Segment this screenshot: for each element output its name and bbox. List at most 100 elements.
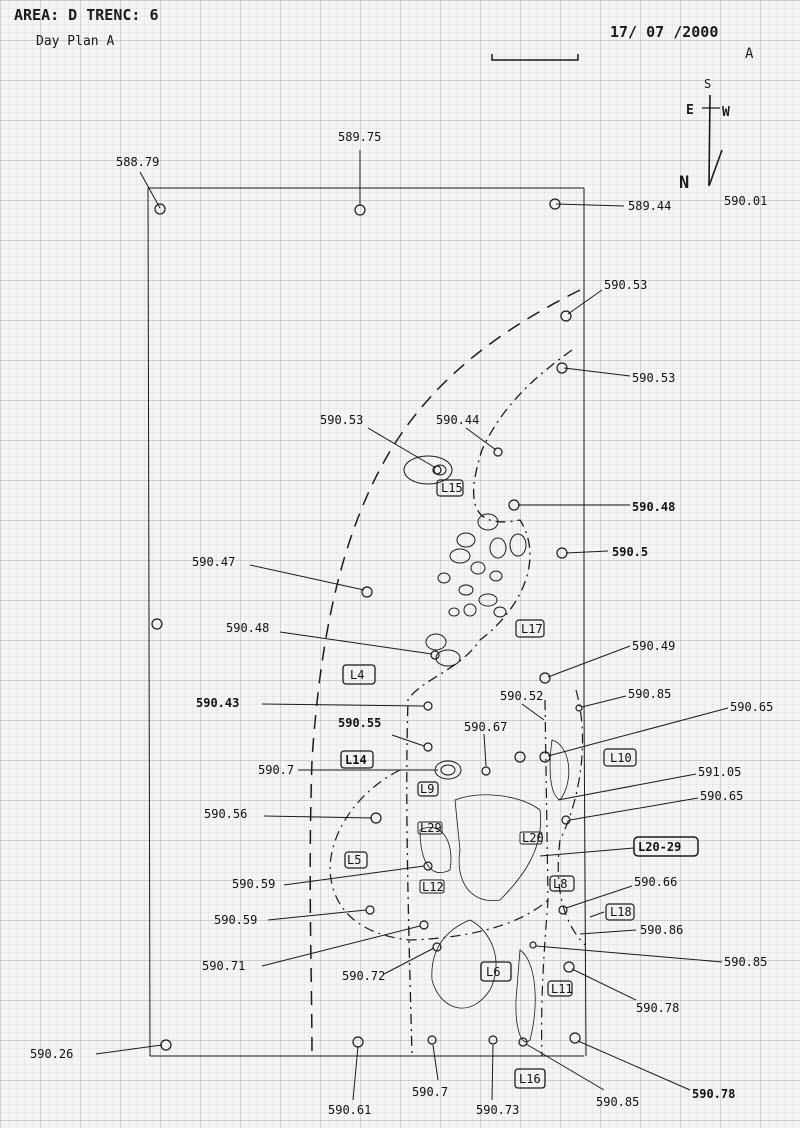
svg-text:L20-29: L20-29: [638, 840, 681, 854]
svg-text:590.49: 590.49: [632, 639, 675, 653]
level-589-44: 589.44: [549, 198, 671, 213]
svg-text:590.86: 590.86: [640, 923, 683, 937]
level-590-01: 590.01: [724, 194, 767, 208]
level-590-7-a: 590.7: [258, 763, 438, 777]
svg-text:589.75: 589.75: [338, 130, 381, 144]
level-590-59-b: 590.59: [214, 905, 375, 927]
svg-text:590.73: 590.73: [476, 1103, 519, 1117]
svg-text:590.48: 590.48: [632, 500, 675, 514]
svg-text:590.26: 590.26: [30, 1047, 73, 1061]
svg-text:590.85: 590.85: [628, 687, 671, 701]
level-590-78-b: 590.78: [569, 1032, 735, 1101]
locus-l29: L29: [417, 821, 443, 835]
level-590-49: 590.49: [539, 639, 675, 684]
svg-text:L12: L12: [422, 880, 444, 894]
level-591-05: 591.05: [557, 765, 741, 801]
svg-text:L18: L18: [610, 905, 632, 919]
svg-text:590.43: 590.43: [196, 696, 239, 710]
locus-l20-29: L20-29: [539, 836, 699, 857]
level-590-47: 590.47: [192, 555, 373, 598]
boundary-dashdot-inner: [406, 349, 573, 1057]
locus-l5: L5: [344, 851, 368, 869]
level-590-71: 590.71: [202, 920, 429, 973]
svg-text:L17: L17: [521, 622, 543, 636]
boundary-dashdot-l5: [329, 769, 549, 941]
level-590-73: 590.73: [476, 1035, 519, 1117]
locus-l18: L18: [589, 903, 635, 921]
north-arrow: S E W N: [679, 77, 730, 193]
date-label: 17/ 07 /2000: [610, 23, 718, 41]
level-590-48-b: 590.48: [226, 621, 440, 660]
svg-text:590.53: 590.53: [320, 413, 363, 427]
svg-text:590.65: 590.65: [730, 700, 773, 714]
locus-l11: L11: [547, 980, 573, 997]
svg-text:590.56: 590.56: [204, 807, 247, 821]
svg-text:L14: L14: [345, 753, 367, 767]
level-590-72: 590.72: [342, 942, 442, 983]
level-589-75: 589.75: [338, 130, 381, 216]
svg-text:L8: L8: [553, 877, 567, 891]
locus-l10: L10: [603, 748, 637, 767]
level-590-55: 590.55: [338, 716, 433, 752]
level-590-53-a: 590.53: [560, 278, 647, 322]
level-590-85-a: 590.85: [575, 687, 671, 712]
boundary-dashdot-l10: [557, 689, 586, 946]
locus-l15: L15: [436, 479, 464, 497]
svg-text:590.52: 590.52: [500, 689, 543, 703]
locus-l17: L17: [515, 619, 545, 638]
svg-text:L15: L15: [441, 481, 463, 495]
level-590-48-a: 590.48: [508, 499, 675, 514]
level-590-53-c: 590.53: [320, 413, 442, 475]
svg-text:L11: L11: [551, 982, 573, 996]
level-590-59-a: 590.59: [232, 861, 433, 891]
svg-text:590.55: 590.55: [338, 716, 381, 730]
locus-l8: L8: [549, 875, 575, 892]
svg-text:590.72: 590.72: [342, 969, 385, 983]
plan-name-label: Day Plan A: [36, 34, 114, 49]
svg-text:591.05: 591.05: [698, 765, 741, 779]
boundary-dashed-outer: [309, 289, 581, 1057]
svg-text:L16: L16: [519, 1072, 541, 1086]
svg-text:589.44: 589.44: [628, 199, 671, 213]
locus-l6: L6: [480, 961, 512, 982]
compass-w: W: [722, 105, 730, 120]
level-590-65-a: 590.65: [539, 700, 773, 763]
locus-l12: L12: [419, 879, 445, 894]
level-590-86: 590.86: [579, 923, 683, 937]
level-590-78-a: 590.78: [563, 961, 679, 1015]
level-588-79: 588.79: [116, 155, 166, 215]
level-590-43: 590.43: [196, 696, 433, 711]
level-590-52: 590.52: [500, 689, 545, 763]
level-590-56: 590.56: [204, 807, 382, 824]
svg-text:590.66: 590.66: [634, 875, 677, 889]
svg-text:590.65: 590.65: [700, 789, 743, 803]
svg-text:590.59: 590.59: [214, 913, 257, 927]
svg-text:L4: L4: [350, 668, 364, 682]
svg-text:L5: L5: [347, 853, 361, 867]
locus-l4: L4: [342, 664, 376, 685]
svg-text:588.79: 588.79: [116, 155, 159, 169]
svg-text:590.5: 590.5: [612, 545, 648, 559]
svg-text:590.7: 590.7: [258, 763, 294, 777]
svg-text:L9: L9: [420, 782, 434, 796]
level-590-65-b: 590.65: [561, 789, 743, 825]
area-trench-label: AREA: D TRENC: 6: [14, 6, 159, 24]
svg-text:L29: L29: [420, 821, 442, 835]
locus-l9: L9: [417, 781, 439, 797]
compass-n: N: [679, 173, 689, 193]
svg-text:590.78: 590.78: [636, 1001, 679, 1015]
svg-text:L10: L10: [610, 751, 632, 765]
svg-text:590.61: 590.61: [328, 1103, 371, 1117]
level-590-26: 590.26: [30, 1039, 172, 1061]
svg-text:590.7: 590.7: [412, 1085, 448, 1099]
svg-text:590.67: 590.67: [464, 720, 507, 734]
svg-text:590.59: 590.59: [232, 877, 275, 891]
level-590-85-b: 590.85: [529, 941, 767, 969]
trench-outline: [147, 187, 587, 1057]
svg-text:590.53: 590.53: [604, 278, 647, 292]
plan-letter: A: [745, 46, 754, 62]
level-590-44: 590.44: [436, 413, 503, 457]
svg-text:590.44: 590.44: [436, 413, 479, 427]
scale-bar: [491, 54, 579, 61]
